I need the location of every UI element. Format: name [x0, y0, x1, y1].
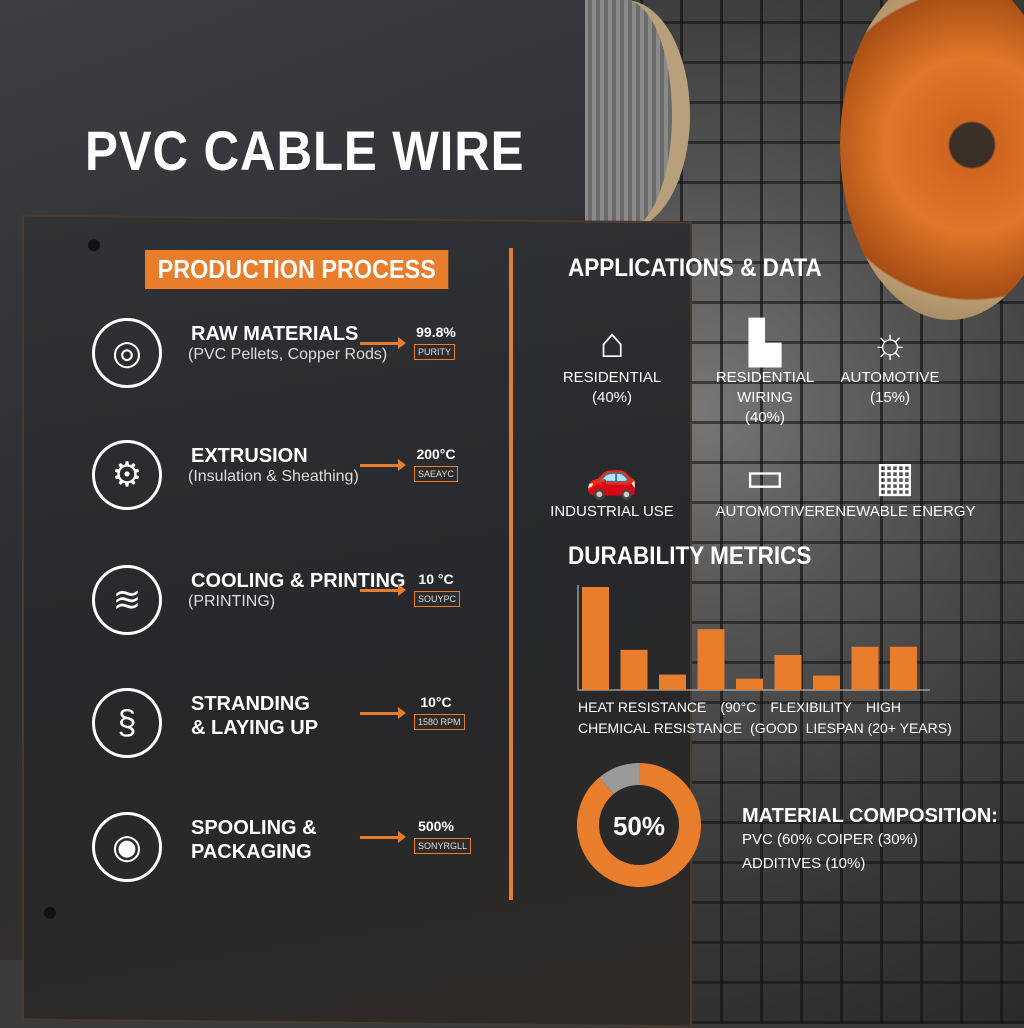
process-step: ≋ COOLING & PRINTING (PRINTING) 10 °C SO…: [92, 565, 512, 645]
process-step: ◎ RAW MATERIALS (PVC Pellets, Copper Rod…: [92, 318, 512, 398]
bar: [620, 649, 648, 690]
bar-label: CHEMICAL RESISTANCE: [578, 720, 743, 736]
step-value: 200°C: [416, 446, 456, 462]
step-tag: 1580 RPM: [414, 714, 465, 730]
divider: [509, 248, 513, 900]
step-value: 99.8%: [416, 324, 456, 340]
arrow-icon: [360, 831, 406, 843]
step-value: 10 °C: [418, 571, 454, 587]
application-percent: (15%): [869, 389, 910, 406]
car-icon: 🚗: [585, 453, 639, 500]
application-item: ▭ AUTOMOTIVE: [690, 452, 840, 522]
bar-label: LIESPAN (20+ YEARS): [805, 720, 952, 736]
bar: [736, 678, 763, 690]
bar: [890, 646, 917, 690]
durability-bar-chart: [577, 585, 930, 691]
application-item: ▦ RENEWABLE ENERGY: [810, 452, 980, 522]
water-cooling-icon: ≋: [92, 565, 162, 635]
step-tag: PURITY: [414, 344, 456, 360]
step-name: EXTRUSION: [191, 445, 308, 467]
bar-label: HIGH: [866, 699, 902, 715]
step-tag: SAEAYC: [414, 466, 458, 482]
step-tag: SOUYPC: [414, 591, 461, 607]
composition-heading: MATERIAL COMPOSITION:: [742, 805, 998, 827]
donut-slice: [577, 763, 701, 887]
arrow-icon: [360, 584, 406, 596]
donut-center-label: 50%: [613, 811, 665, 841]
step-subtitle: (Insulation & Sheathing): [188, 468, 359, 485]
step-name: SPOOLING &: [191, 817, 317, 839]
application-percent: (40%): [744, 409, 785, 426]
composition-donut: 50%: [577, 763, 701, 887]
material-composition: MATERIAL COMPOSITION: PVC (60% COIPER (3…: [742, 804, 998, 876]
twisted-strands-icon: §: [92, 688, 162, 758]
step-value: 500%: [418, 818, 454, 834]
chart-axis: [577, 585, 930, 691]
applications-heading: APPLICATIONS & DATA: [568, 254, 822, 282]
process-step: ◉ SPOOLING & PACKAGING 500% SONYRGLL: [92, 812, 512, 892]
bar-label: (GOOD: [750, 720, 798, 736]
bar: [813, 675, 840, 690]
step-subtitle: (PRINTING): [188, 593, 276, 610]
bar-label: (90°C: [720, 699, 757, 715]
durability-heading: DURABILITY METRICS: [568, 542, 812, 570]
solar-panel-icon: ▦: [875, 453, 915, 500]
arrow-icon: [360, 337, 406, 349]
step-name: COOLING & PRINTING: [191, 570, 406, 592]
application-label: RENEWABLE ENERGY: [814, 503, 976, 520]
bar-labels-row-1: HEAT RESISTANCE (90°C FLEXIBILITY HIGH: [578, 698, 901, 716]
extruder-icon: ⚙: [92, 440, 162, 510]
bar: [774, 654, 802, 690]
process-step: ⚙ EXTRUSION (Insulation & Sheathing) 200…: [92, 440, 512, 520]
house-lightning-icon: ⌂: [599, 319, 625, 366]
production-heading: PRODUCTION PROCESS: [145, 250, 449, 289]
application-label: AUTOMOTIVE: [840, 369, 940, 386]
page-title: PVC CABLE WIRE: [85, 119, 525, 182]
step-name: RAW MATERIALS: [191, 323, 359, 345]
spool-icon: ◉: [92, 812, 162, 882]
battery-icon: ▭: [745, 453, 785, 500]
application-label: INDUSTRIAL USE: [550, 503, 674, 520]
orange-cable-spool: [840, 0, 1024, 320]
bar: [582, 587, 609, 690]
coil-icon: ◎: [92, 318, 162, 388]
application-item: ▙ RESIDENTIAL WIRING (40%): [690, 318, 840, 428]
application-label: RESIDENTIAL: [562, 369, 662, 386]
bar: [659, 674, 686, 690]
bar-label: HEAT RESISTANCE: [578, 699, 707, 715]
composition-line: ADDITIVES (10%): [742, 855, 866, 872]
process-step: § STRANDING & LAYING UP 10°C 1580 RPM: [92, 688, 512, 768]
step-name: STRANDING: [191, 693, 310, 715]
step-subtitle: (PVC Pellets, Copper Rods): [188, 346, 388, 363]
composition-line: PVC (60% COIPER (30%): [742, 831, 918, 848]
donut-slice: [599, 763, 639, 795]
sensor-icon: ☼: [870, 319, 910, 366]
bar-label: FLEXIBILITY: [770, 699, 853, 715]
step-name-line2: & LAYING UP: [191, 717, 319, 739]
factory-icon: ▙: [748, 319, 782, 366]
step-value: 10°C: [420, 694, 452, 710]
step-name-line2: PACKAGING: [191, 841, 312, 863]
bar: [697, 629, 725, 690]
application-label: RESIDENTIAL WIRING: [715, 369, 815, 406]
application-percent: (40%): [591, 389, 632, 406]
bar-labels-row-2: CHEMICAL RESISTANCE (GOOD LIESPAN (20+ Y…: [578, 719, 952, 737]
application-item: ⌂ RESIDENTIAL (40%): [537, 318, 687, 408]
arrow-icon: [360, 459, 406, 471]
step-tag: SONYRGLL: [414, 838, 472, 854]
application-item: ☼ AUTOMOTIVE (15%): [815, 318, 965, 408]
bar: [851, 646, 879, 690]
application-item: 🚗 INDUSTRIAL USE: [537, 452, 687, 522]
application-label: AUTOMOTIVE: [715, 503, 815, 520]
arrow-icon: [360, 707, 406, 719]
